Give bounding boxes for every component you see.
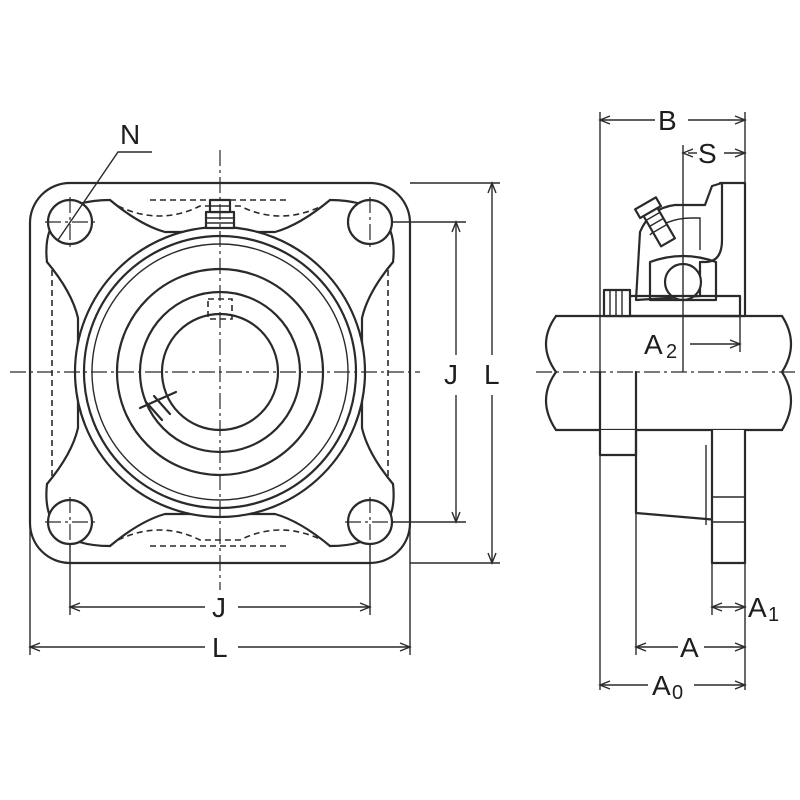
dim-l-horizontal xyxy=(28,523,412,655)
upper-section xyxy=(602,181,747,318)
shaft-outline xyxy=(554,314,784,432)
label-b: B xyxy=(658,105,677,136)
label-s: S xyxy=(698,138,717,169)
dim-s xyxy=(681,145,747,372)
hidden-outline xyxy=(51,205,389,541)
front-view: N J L J xyxy=(10,119,500,663)
dim-l-vertical xyxy=(410,181,500,565)
shaft-left-break xyxy=(545,314,558,432)
label-a2-sub: 2 xyxy=(666,341,677,363)
label-l-vertical: L xyxy=(484,359,500,390)
dim-j-horizontal xyxy=(68,544,372,615)
label-a1-sub: 1 xyxy=(768,604,779,626)
dim-a1 xyxy=(710,563,747,690)
set-screw-mark xyxy=(138,390,178,422)
label-a0: A xyxy=(652,670,671,701)
label-a: A xyxy=(680,632,699,663)
label-j-horizontal: J xyxy=(212,592,226,623)
dim-a2 xyxy=(690,316,742,352)
label-a1: A xyxy=(748,592,767,623)
label-n: N xyxy=(120,119,140,150)
shaft-right-break xyxy=(780,314,793,432)
lower-housing xyxy=(598,370,747,565)
label-a2: A xyxy=(644,329,663,360)
side-view: B S A 2 A 1 xyxy=(536,105,796,704)
label-a0-sub: 0 xyxy=(672,682,683,704)
dim-a0 xyxy=(598,680,747,690)
dim-b xyxy=(598,112,747,690)
label-j-vertical: J xyxy=(444,359,458,390)
n-leader-line xyxy=(57,151,152,241)
dim-a xyxy=(634,513,747,655)
dim-j-vertical xyxy=(392,220,466,524)
label-l-horizontal: L xyxy=(212,632,228,663)
